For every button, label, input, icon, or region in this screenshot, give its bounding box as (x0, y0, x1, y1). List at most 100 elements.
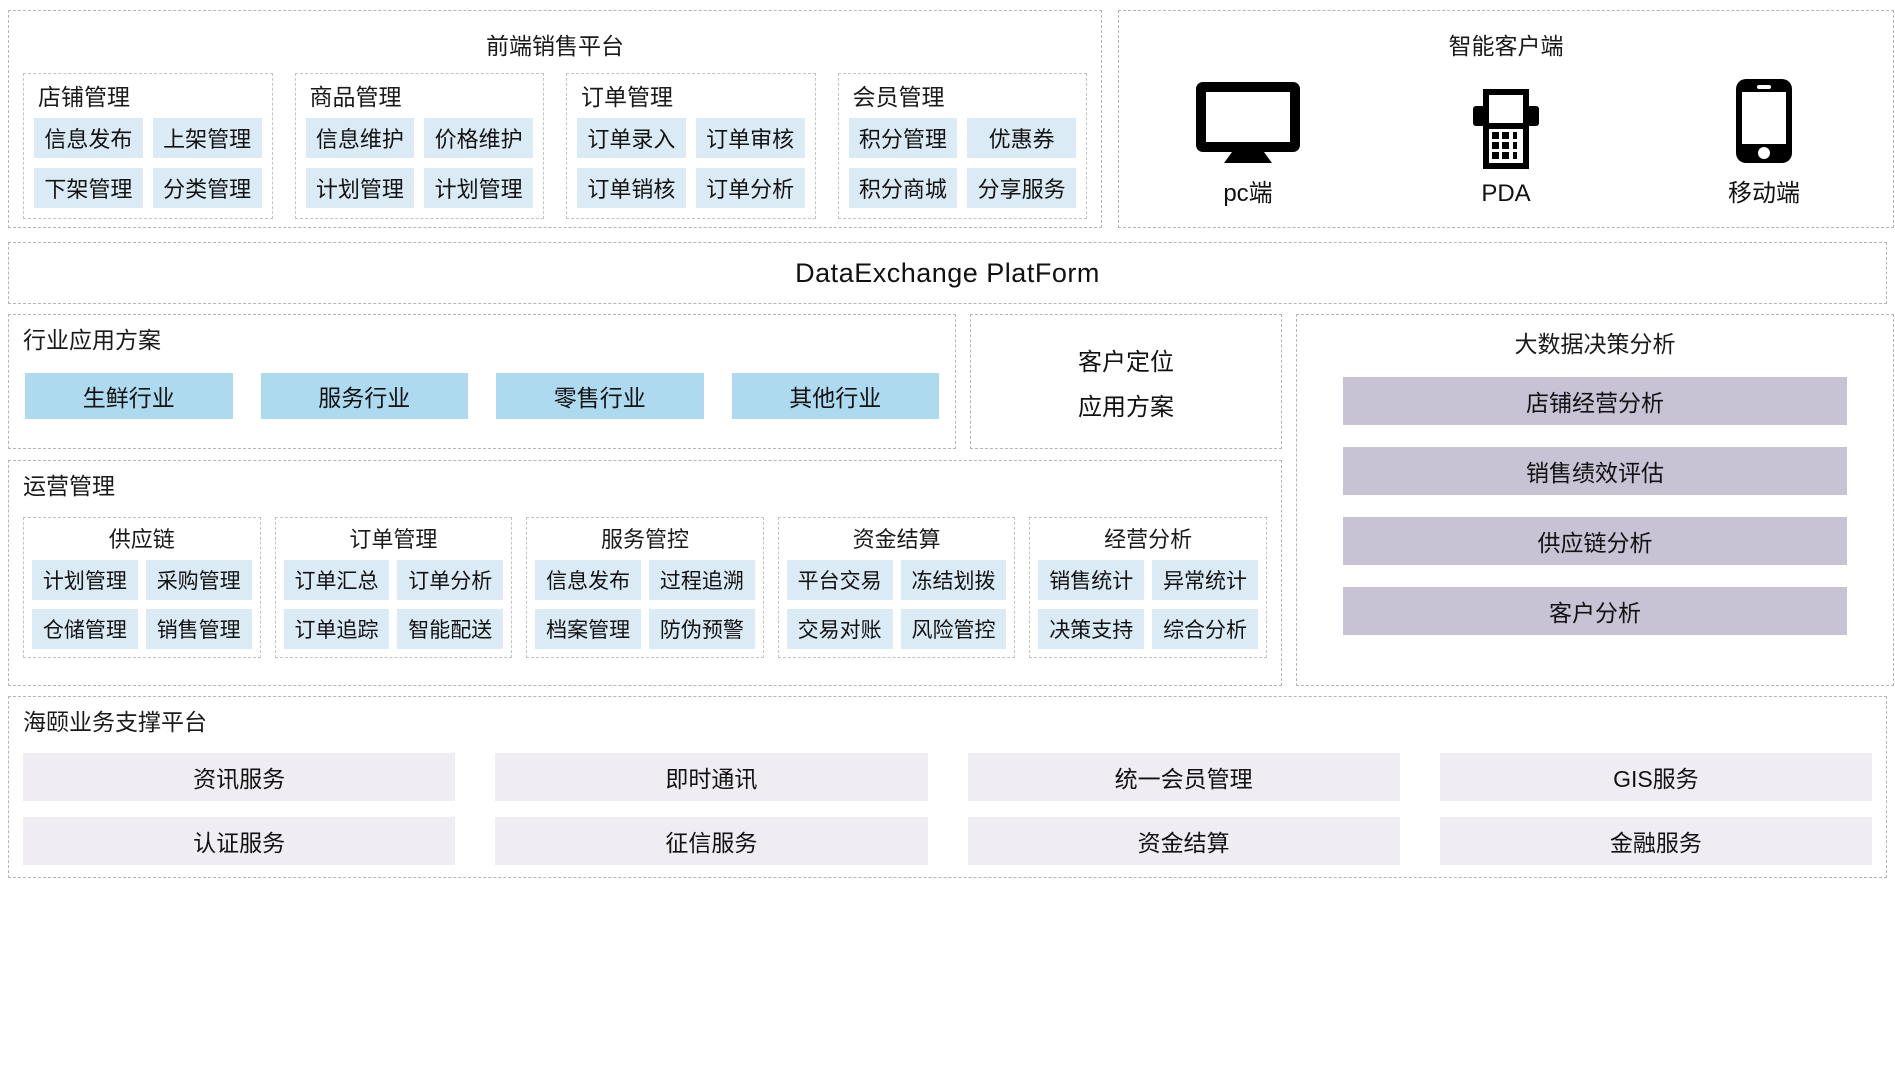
ops-chip-2-1-0[interactable]: 档案管理 (535, 609, 641, 649)
bigdata-chip-2[interactable]: 供应链分析 (1343, 517, 1847, 565)
support-chip-1-2[interactable]: 资金结算 (967, 817, 1400, 865)
ops-chip-3-0-0[interactable]: 平台交易 (786, 560, 893, 600)
group-title-product: 商品管理 (309, 84, 402, 110)
ops-chip-3-0-1[interactable]: 冻结划拨 (900, 560, 1007, 600)
client-device-pda[interactable]: PDA (1411, 84, 1601, 208)
frontend-group-store: 店铺管理 信息发布 上架管理 下架管理 分类管理 (23, 73, 273, 219)
chip-member-0-1[interactable]: 优惠券 (967, 118, 1076, 158)
ops-group-order: 订单管理 订单汇总 订单分析 订单追踪 智能配送 (274, 517, 513, 658)
support-chip-0-0[interactable]: 资讯服务 (23, 753, 456, 801)
chip-order-0-0[interactable]: 订单录入 (577, 118, 686, 158)
top-row: 前端销售平台 店铺管理 信息发布 上架管理 下架管理 分类管理 (8, 6, 1894, 234)
industry-solutions-panel: 行业应用方案 生鲜行业 服务行业 零售行业 其他行业 (8, 314, 956, 449)
frontend-group-member: 会员管理 积分管理 优惠券 积分商城 分享服务 (837, 73, 1087, 219)
ops-chip-0-0-1[interactable]: 采购管理 (145, 560, 252, 600)
client-device-pc[interactable]: pc端 (1153, 77, 1343, 208)
chip-store-0-0[interactable]: 信息发布 (34, 118, 143, 158)
bigdata-title: 大数据决策分析 (1514, 331, 1676, 357)
chip-product-0-1[interactable]: 价格维护 (424, 118, 533, 158)
industry-chip-2[interactable]: 零售行业 (496, 373, 704, 419)
chip-store-1-1[interactable]: 分类管理 (152, 168, 262, 208)
ops-group-supply-chain: 供应链 计划管理 采购管理 仓储管理 销售管理 (23, 517, 261, 658)
customer-location-line2: 应用方案 (1078, 393, 1174, 421)
bigdata-chip-list: 店铺经营分析 销售绩效评估 供应链分析 客户分析 (1343, 377, 1847, 635)
chip-product-1-0[interactable]: 计划管理 (305, 168, 415, 208)
client-device-pda-label: PDA (1481, 180, 1531, 207)
client-device-mobile-label: 移动端 (1728, 180, 1800, 207)
ops-chip-2-0-0[interactable]: 信息发布 (535, 560, 641, 600)
ops-chip-0-1-0[interactable]: 仓储管理 (32, 609, 138, 649)
ops-chip-1-1-1[interactable]: 智能配送 (397, 609, 504, 649)
support-chip-0-1[interactable]: 即时通讯 (495, 753, 928, 801)
ops-chip-3-1-0[interactable]: 交易对账 (786, 609, 893, 649)
group-title-store: 店铺管理 (38, 84, 130, 110)
support-chip-0-3[interactable]: GIS服务 (1439, 753, 1872, 801)
chip-member-1-0[interactable]: 积分商城 (848, 168, 958, 208)
ops-chip-3-1-1[interactable]: 风险管控 (900, 609, 1007, 649)
ops-group-title-4: 经营分析 (1104, 527, 1193, 552)
industry-chip-3[interactable]: 其他行业 (731, 373, 939, 419)
pda-icon (1463, 84, 1549, 172)
frontend-platform-title: 前端销售平台 (486, 33, 624, 59)
ops-group-business-analysis: 经营分析 销售统计 异常统计 决策支持 综合分析 (1029, 517, 1267, 658)
monitor-icon (1192, 77, 1304, 165)
chip-product-0-0[interactable]: 信息维护 (305, 118, 415, 158)
group-title-member: 会员管理 (852, 84, 945, 110)
bigdata-chip-3[interactable]: 客户分析 (1343, 587, 1847, 635)
data-exchange-platform-title: DataExchange PlatForm (795, 257, 1100, 288)
chip-member-0-0[interactable]: 积分管理 (848, 118, 958, 158)
middle-row: 行业应用方案 生鲜行业 服务行业 零售行业 其他行业 客户定位 应用方案 运营管… (8, 314, 1894, 686)
frontend-group-order: 订单管理 订单录入 订单审核 订单销核 订单分析 (566, 73, 816, 219)
ops-group-title-2: 服务管控 (600, 527, 689, 552)
ops-chip-2-1-1[interactable]: 防伪预警 (648, 609, 755, 649)
chip-member-1-1[interactable]: 分享服务 (967, 168, 1076, 208)
ops-chip-0-1-1[interactable]: 销售管理 (145, 609, 252, 649)
support-row-0: 资讯服务 即时通讯 统一会员管理 GIS服务 (23, 753, 1872, 801)
ops-chip-2-0-1[interactable]: 过程追溯 (648, 560, 755, 600)
ops-chip-4-0-0[interactable]: 销售统计 (1038, 560, 1145, 600)
support-chip-1-3[interactable]: 金融服务 (1439, 817, 1872, 865)
support-chip-0-2[interactable]: 统一会员管理 (967, 753, 1400, 801)
support-chip-1-0[interactable]: 认证服务 (23, 817, 456, 865)
ops-chip-0-0-0[interactable]: 计划管理 (32, 560, 138, 600)
business-support-platform-panel: 海颐业务支撑平台 资讯服务 即时通讯 统一会员管理 GIS服务 认证服务 征信服… (8, 696, 1887, 878)
chip-order-1-1[interactable]: 订单分析 (695, 168, 805, 208)
ops-chip-4-1-0[interactable]: 决策支持 (1038, 609, 1145, 649)
chip-order-0-1[interactable]: 订单审核 (695, 118, 805, 158)
ops-chip-4-0-1[interactable]: 异常统计 (1152, 560, 1258, 600)
ops-group-title-0: 供应链 (108, 527, 175, 552)
chip-order-1-0[interactable]: 订单销核 (577, 168, 686, 208)
industry-chip-1[interactable]: 服务行业 (260, 373, 468, 419)
industry-chip-0[interactable]: 生鲜行业 (25, 373, 233, 419)
bigdata-chip-1[interactable]: 销售绩效评估 (1343, 447, 1847, 495)
mobile-icon (1733, 77, 1795, 165)
chip-product-1-1[interactable]: 计划管理 (424, 168, 533, 208)
data-exchange-platform-band: DataExchange PlatForm (8, 242, 1887, 304)
smart-client-title: 智能客户端 (1448, 33, 1564, 59)
operations-management-title: 运营管理 (23, 473, 115, 499)
ops-group-title-3: 资金结算 (852, 527, 941, 552)
support-chip-1-1[interactable]: 征信服务 (495, 817, 928, 865)
chip-store-1-0[interactable]: 下架管理 (34, 168, 143, 208)
ops-chip-1-0-1[interactable]: 订单分析 (397, 560, 504, 600)
ops-group-title-1: 订单管理 (349, 527, 438, 552)
support-row-1: 认证服务 征信服务 资金结算 金融服务 (23, 817, 1872, 865)
operations-group-list: 供应链 计划管理 采购管理 仓储管理 销售管理 订单管理 订单汇总 订单分析 (23, 517, 1267, 658)
ops-chip-1-0-0[interactable]: 订单汇总 (283, 560, 390, 600)
client-device-mobile[interactable]: 移动端 (1669, 77, 1859, 208)
customer-location-panel: 客户定位 应用方案 (970, 314, 1282, 449)
operations-management-panel: 运营管理 供应链 计划管理 采购管理 仓储管理 销售管理 订单管理 (8, 460, 1282, 686)
chip-store-0-1[interactable]: 上架管理 (152, 118, 262, 158)
frontend-sales-platform-panel: 前端销售平台 店铺管理 信息发布 上架管理 下架管理 分类管理 (8, 10, 1102, 228)
client-device-pc-label: pc端 (1223, 180, 1273, 207)
bigdata-chip-0[interactable]: 店铺经营分析 (1343, 377, 1847, 425)
ops-chip-1-1-0[interactable]: 订单追踪 (283, 609, 390, 649)
industry-solutions-title: 行业应用方案 (23, 327, 161, 353)
frontend-group-list: 店铺管理 信息发布 上架管理 下架管理 分类管理 商品管理 (23, 73, 1087, 219)
bigdata-decision-analysis-panel: 大数据决策分析 店铺经营分析 销售绩效评估 供应链分析 客户分析 (1296, 314, 1894, 686)
group-title-order: 订单管理 (581, 84, 673, 110)
ops-chip-4-1-1[interactable]: 综合分析 (1152, 609, 1258, 649)
support-chip-grid: 资讯服务 即时通讯 统一会员管理 GIS服务 认证服务 征信服务 资金结算 金融… (23, 753, 1872, 865)
ops-group-fund-settlement: 资金结算 平台交易 冻结划拨 交易对账 风险管控 (777, 517, 1016, 658)
